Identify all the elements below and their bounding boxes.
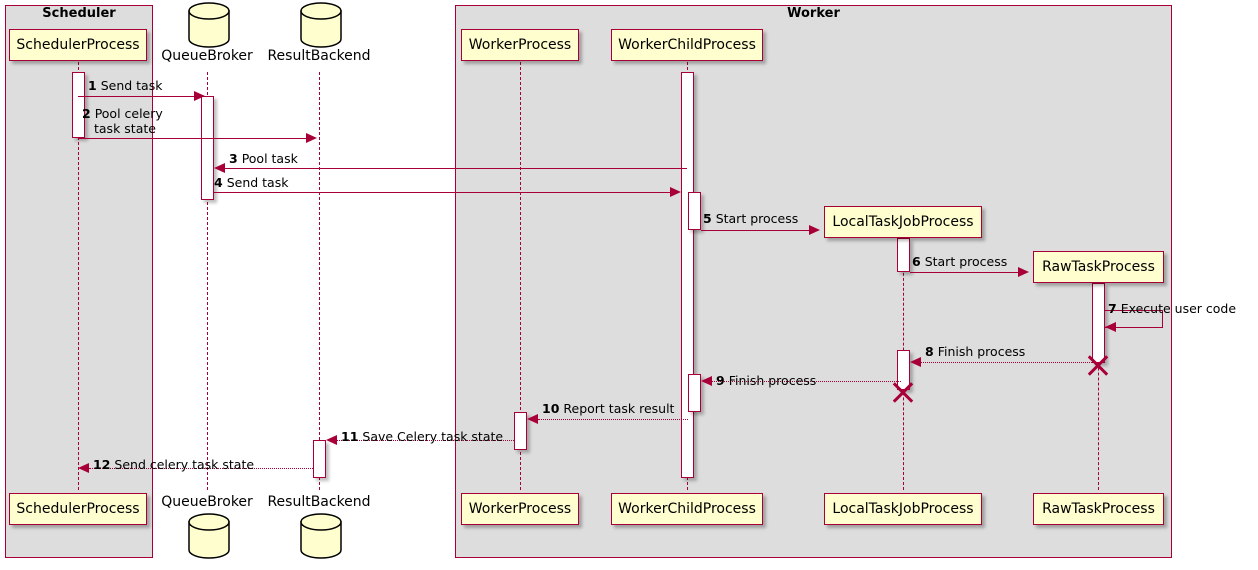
participant-worker-process-top[interactable]: WorkerProcess — [461, 29, 579, 61]
message-6-arrowhead — [1018, 267, 1029, 277]
participant-local-task-job-process-bottom[interactable]: LocalTaskJobProcess — [824, 493, 982, 525]
message-3-number: 3 — [229, 151, 238, 166]
message-10-arrowhead — [527, 414, 538, 424]
message-9-line — [712, 381, 901, 382]
message-2-line — [78, 138, 308, 139]
message-4-line — [214, 192, 670, 193]
message-11-arrowhead — [326, 435, 337, 445]
database-label-queue-broker-top: QueueBroker — [161, 48, 253, 64]
message-4-arrowhead — [670, 187, 681, 197]
message-8-number: 8 — [925, 344, 934, 359]
message-12-line — [89, 468, 313, 469]
destroy-marker-raw-task-process — [1085, 351, 1111, 377]
activation-local-task-job-process-1 — [897, 238, 910, 272]
message-8-line — [921, 362, 1096, 363]
activation-scheduler-process — [72, 72, 85, 138]
group-title-scheduler: Scheduler — [42, 6, 116, 21]
activation-worker-child-process-nested-2 — [688, 374, 701, 412]
message-4-number: 4 — [214, 175, 223, 190]
message-11-number: 11 — [341, 429, 359, 444]
database-label-result-backend-bottom: ResultBackend — [267, 494, 371, 510]
message-3-text: Pool task — [241, 151, 298, 166]
activation-worker-child-process-main — [681, 72, 694, 478]
message-1-line — [78, 96, 196, 97]
message-4-label: 4 Send task — [214, 175, 288, 190]
participant-scheduler-process-top[interactable]: SchedulerProcess — [9, 29, 147, 61]
participant-worker-child-process-bottom[interactable]: WorkerChildProcess — [611, 493, 763, 525]
message-5-text: Start process — [715, 211, 799, 226]
message-10-label: 10 Report task result — [542, 401, 674, 416]
database-icon-queue-broker-top[interactable] — [185, 2, 235, 50]
participant-local-task-job-process-top[interactable]: LocalTaskJobProcess — [824, 206, 982, 238]
message-9-number: 9 — [716, 373, 725, 388]
message-8-label: 8 Finish process — [925, 344, 1025, 359]
message-7-number: 7 — [1108, 301, 1117, 316]
message-12-number: 12 — [93, 457, 111, 472]
message-3-line — [225, 168, 687, 169]
message-9-arrowhead — [701, 376, 712, 386]
database-icon-result-backend-top[interactable] — [297, 2, 347, 50]
message-7-label: 7 Execute user code — [1108, 301, 1236, 316]
participant-scheduler-process-bottom[interactable]: SchedulerProcess — [9, 493, 147, 525]
group-title-worker: Worker — [787, 6, 840, 21]
message-10-number: 10 — [542, 401, 560, 416]
message-7-self-bracket — [1105, 310, 1163, 328]
lifeline-worker-process — [520, 62, 521, 490]
message-6-line — [910, 272, 1020, 273]
message-1-arrowhead — [194, 91, 205, 101]
message-1-text: Send task — [100, 78, 163, 93]
message-2-arrowhead — [306, 133, 317, 143]
message-5-arrowhead — [809, 225, 820, 235]
message-8-text: Finish process — [937, 344, 1026, 359]
lifeline-raw-task-process — [1098, 283, 1099, 490]
message-7-text: Execute user code — [1120, 301, 1237, 316]
message-11-text: Save Celery task state — [362, 429, 504, 444]
message-8-arrowhead — [910, 357, 921, 367]
database-label-queue-broker-bottom: QueueBroker — [161, 494, 253, 510]
message-2-text-line2: task state — [94, 121, 156, 136]
message-2-text-line1: Pool celery — [94, 106, 163, 121]
message-2-label: 2 Pool celery task state — [82, 106, 163, 136]
message-5-line — [701, 230, 811, 231]
activation-raw-task-process — [1092, 283, 1105, 363]
participant-worker-process-bottom[interactable]: WorkerProcess — [461, 493, 579, 525]
activation-result-backend — [313, 440, 326, 478]
message-12-text: Send celery task state — [114, 457, 255, 472]
message-1-number: 1 — [88, 78, 97, 93]
database-icon-queue-broker-bottom[interactable] — [185, 513, 235, 561]
database-label-result-backend-top: ResultBackend — [267, 48, 371, 64]
message-5-number: 5 — [703, 211, 712, 226]
message-9-label: 9 Finish process — [716, 373, 816, 388]
message-5-label: 5 Start process — [703, 211, 798, 226]
message-10-text: Report task result — [563, 401, 675, 416]
message-3-label: 3 Pool task — [229, 151, 298, 166]
message-12-arrowhead — [78, 463, 89, 473]
message-6-label: 6 Start process — [912, 254, 1007, 269]
participant-worker-child-process-top[interactable]: WorkerChildProcess — [611, 29, 763, 61]
message-1-label: 1 Send task — [88, 78, 162, 93]
activation-worker-process — [514, 412, 527, 450]
message-6-text: Start process — [924, 254, 1008, 269]
participant-raw-task-process-top[interactable]: RawTaskProcess — [1033, 251, 1164, 283]
message-2-number: 2 — [82, 106, 91, 121]
message-4-text: Send task — [226, 175, 289, 190]
message-12-label: 12 Send celery task state — [93, 457, 254, 472]
message-6-number: 6 — [912, 254, 921, 269]
message-10-line — [538, 419, 688, 420]
lifeline-scheduler-process — [78, 62, 79, 490]
activation-local-task-job-process-2 — [897, 350, 910, 390]
message-3-arrowhead — [214, 163, 225, 173]
message-7-arrowhead — [1105, 322, 1116, 332]
message-9-text: Finish process — [728, 373, 817, 388]
activation-queue-broker — [201, 96, 214, 200]
lifeline-queue-broker — [207, 72, 208, 490]
activation-worker-child-process-nested-1 — [688, 192, 701, 230]
database-icon-result-backend-bottom[interactable] — [297, 513, 347, 561]
participant-raw-task-process-bottom[interactable]: RawTaskProcess — [1033, 493, 1164, 525]
message-11-line — [337, 440, 514, 441]
lifeline-result-backend — [319, 72, 320, 490]
message-11-label: 11 Save Celery task state — [341, 429, 503, 444]
